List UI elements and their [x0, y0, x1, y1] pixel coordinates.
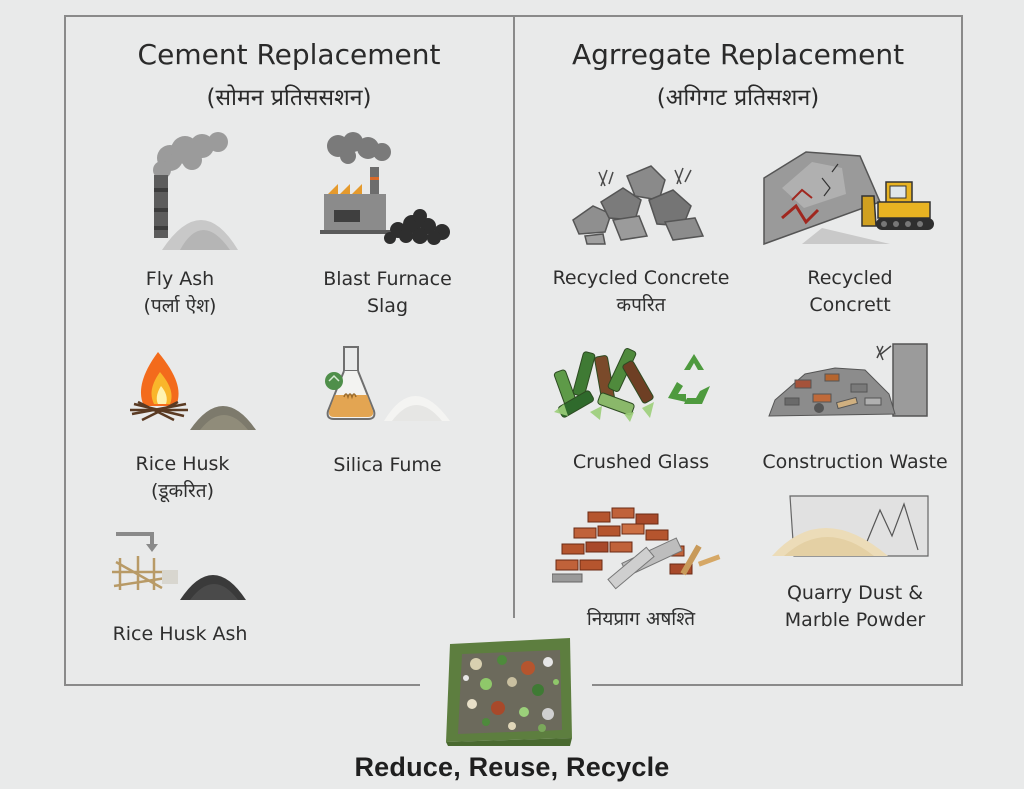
- frame-left-border: [64, 15, 66, 685]
- recycled-concrett-label: Recycled Concrett: [770, 265, 930, 319]
- glass-bottles-icon: [553, 348, 710, 422]
- crushed-glass-label: Crushed Glass: [550, 449, 732, 476]
- footer-slogan: Reduce, Reuse, Recycle: [354, 752, 670, 782]
- marble-powder-name: Marble Powder: [784, 609, 926, 631]
- construction-waste-label: Construction Waste: [755, 449, 955, 476]
- frame-right-border: [961, 15, 963, 685]
- bricks-pile-icon: [552, 507, 721, 590]
- rice-husk-translation: (डूकरित): [150, 480, 215, 502]
- crushed-glass-name: Crushed Glass: [572, 451, 710, 473]
- recycled-concrete-block-icon: [446, 638, 572, 746]
- rice-husk-label: Rice Husk (डूकरित): [110, 451, 255, 505]
- recycled-concrete-name: Recycled Concrete: [552, 267, 730, 289]
- frame-bottom-right: [592, 684, 963, 686]
- concrete-rubble-icon: [572, 165, 705, 245]
- blast-furnace-slag-name: Blast Furnace: [323, 268, 452, 290]
- quarry-dust-icon: [772, 495, 929, 557]
- aggregate-replacement-subtitle: (अगिगट प्रतिसशन): [656, 85, 820, 111]
- recycled-concrete-label: Recycled Concrete कपरित: [550, 265, 732, 319]
- rice-husk-ash-name: Rice Husk Ash: [112, 623, 248, 645]
- bricks-name: नियप्राग अषश्ति: [586, 608, 696, 630]
- fly-ash-name: Fly Ash: [145, 268, 215, 290]
- silica-fume-name: Silica Fume: [333, 454, 442, 476]
- quarry-dust-label: Quarry Dust & Marble Powder: [765, 580, 945, 634]
- recycled-concrett-name-cont: Concrett: [809, 294, 891, 316]
- construction-waste-name: Construction Waste: [762, 451, 948, 473]
- aggregate-replacement-title: Agrregate Replacement: [571, 38, 905, 71]
- frame-bottom-left: [64, 684, 420, 686]
- panel-divider: [513, 15, 515, 618]
- rice-husk-name: Rice Husk: [135, 453, 230, 475]
- rice-husk-ash-icon: [112, 532, 246, 600]
- blast-furnace-icon: [320, 132, 450, 245]
- rice-husk-ash-label: Rice Husk Ash: [100, 621, 260, 648]
- rice-husk-fire-icon: [130, 352, 256, 430]
- construction-debris-icon: [768, 343, 928, 417]
- blast-furnace-slag-label: Blast Furnace Slag: [305, 266, 470, 320]
- fly-ash-label: Fly Ash (पर्ला ऐश): [110, 266, 250, 320]
- bricks-label: नियप्राग अषश्ति: [550, 606, 732, 633]
- recycled-concrett-name: Recycled: [807, 267, 893, 289]
- recycled-concrete-translation: कपरित: [616, 294, 666, 316]
- silica-fume-label: Silica Fume: [305, 452, 470, 479]
- flask-icon: [325, 346, 450, 421]
- cement-replacement-title: Cement Replacement: [137, 38, 441, 71]
- quarry-dust-name: Quarry Dust &: [786, 582, 924, 604]
- blast-furnace-slag-name-cont: Slag: [366, 295, 409, 317]
- bulldozer-icon: [763, 151, 934, 246]
- fly-ash-icon: [153, 132, 238, 250]
- fly-ash-translation: (पर्ला ऐश): [143, 295, 217, 317]
- cement-replacement-subtitle: (सोमन प्रतिससशन): [206, 85, 372, 111]
